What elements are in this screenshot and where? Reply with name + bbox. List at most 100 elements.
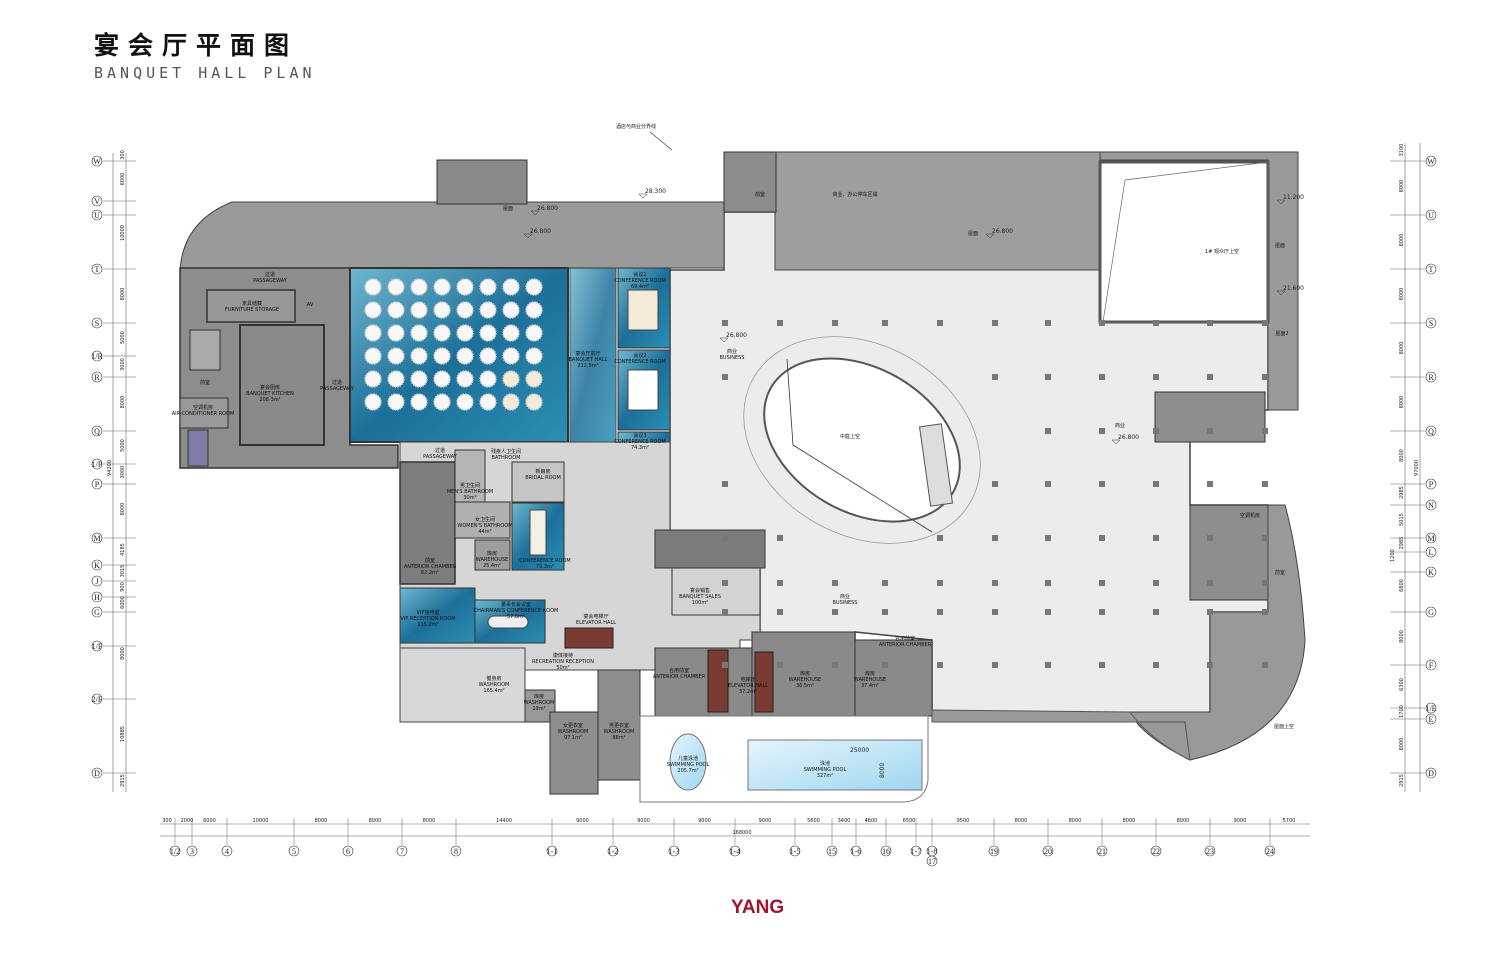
brand-logo: YANG (731, 897, 785, 918)
swimming-pool (747, 739, 923, 791)
grid-axis-left-1/R-bubble (91, 350, 103, 362)
round-table (502, 301, 520, 319)
grid-dimension: 10000 (253, 818, 269, 824)
chairman-table (487, 615, 529, 629)
atrium-outer-ring (743, 336, 981, 544)
grid-dimension: 8000 (1399, 630, 1405, 643)
elevation-marker: 26.800 (992, 228, 1013, 235)
round-table (525, 324, 543, 342)
grid-axis-bottom-1-5-bubble (789, 845, 801, 857)
grid-axis-left-D: D (94, 769, 100, 778)
grid-axis-bottom-1-3-bubble (668, 845, 680, 857)
round-table (387, 301, 405, 319)
room-label-kids-pool-en: SWIMMING POOL (667, 762, 710, 768)
grid-dimension: 4600 (865, 818, 878, 824)
column (882, 662, 888, 668)
grid-dimension: 8000 (1399, 396, 1405, 409)
grid-axes: WVUTS1/RRQ1/PPMKJHG1/F2/FD30060001000080… (91, 143, 1437, 867)
grid-dimension: 9000 (698, 818, 711, 824)
grid-axis-left-P-bubble (91, 478, 103, 490)
room-label-conference-2-cn: 会议2 (633, 352, 646, 359)
room-label-chairman-conference-area: 57.6m² (507, 614, 525, 620)
round-table (479, 370, 497, 388)
grid-axis-left-S-bubble (91, 317, 103, 329)
column (832, 320, 838, 326)
grid-axis-bottom-17-bubble (926, 855, 938, 867)
room-label-accessible-bath-cn: 残疾人卫生间 (491, 448, 521, 455)
column (1045, 535, 1051, 541)
column (722, 662, 728, 668)
stair-left (189, 329, 221, 371)
elevation-marker: 28.300 (645, 188, 666, 195)
column (882, 320, 888, 326)
vip-reception-room (399, 587, 476, 644)
column (1099, 580, 1105, 586)
ac-room (179, 397, 229, 429)
room-label-passageway-side-en: PASSAGEWAY (320, 386, 355, 392)
elevation-triangle-icon (985, 233, 995, 239)
grid-axis-right-S-bubble (1425, 317, 1437, 329)
column (992, 609, 998, 615)
room-label-furniture-storage-en: FURNITURE STORAGE (225, 307, 279, 313)
room-label-warehouse-3-area: 37.4m² (861, 683, 879, 689)
grid-axis-bottom-1-8: 1-8 (927, 847, 938, 856)
round-table (433, 324, 451, 342)
core-right-lower (1189, 504, 1269, 601)
round-table (410, 278, 428, 296)
grid-axis-right-E: E (1429, 715, 1434, 724)
grid-axis-right-S: S (1429, 319, 1433, 328)
room-label-womens-bath-cn: 女卫生间 (475, 516, 495, 523)
room-label-banquet-foyer-area: 212.5m² (577, 363, 598, 369)
grid-dimension: 8000 (1399, 449, 1405, 462)
parking-zone (774, 151, 1101, 271)
grid-axis-left-2/F: 2/F (92, 695, 103, 704)
grid-dimension: 8000 (1399, 234, 1405, 247)
room-label-ac-room-right-cn: 空调机房 (1240, 512, 1260, 519)
round-table (364, 370, 382, 388)
round-table (502, 278, 520, 296)
room-label-conference-3-area: 74.3m² (631, 445, 649, 451)
grid-dimension: 8000 (1123, 818, 1136, 824)
room-label-shared-anterior-1-cn: 合用前室 (669, 667, 689, 674)
room-label-atrium-cn: 中庭上空 (840, 433, 860, 440)
grid-axis-left-1/P-bubble (91, 458, 103, 470)
grid-axis-right-E-bubble (1425, 713, 1437, 725)
column (722, 374, 728, 380)
room-label-mens-locker-cn: 男更衣室 (609, 722, 629, 729)
elevator-bank-2 (707, 649, 729, 713)
grid-dimension: 1700 (1399, 705, 1405, 718)
grid-axis-left-1/P: 1/P (92, 460, 103, 469)
round-table (502, 324, 520, 342)
room-label-pool-en: SWIMMING POOL (804, 767, 847, 773)
room-label-conference-3-en: CONFERENCE ROOM (614, 439, 665, 445)
column (1153, 580, 1159, 586)
round-table (525, 301, 543, 319)
room-label-vip-reception-en: VIP RECEPTION ROOM (400, 616, 455, 622)
room-label-recreation-reception-area: 50m² (556, 665, 569, 671)
room-label-av-cn: AV (307, 302, 314, 308)
round-table (364, 393, 382, 411)
grid-axis-right-G: G (1428, 608, 1434, 617)
grid-dimension: 3000 (120, 466, 126, 479)
service-core-1 (654, 647, 756, 717)
room-label-conference-4-area: 79.3m² (536, 564, 554, 570)
room-label-banquet-elevator-hall-cn: 宴会电梯厅 (583, 613, 608, 620)
grid-axis-bottom-20-bubble (1042, 845, 1054, 857)
grid-axis-right-K: K (1428, 568, 1434, 577)
grid-axis-bottom-1-6-bubble (850, 845, 862, 857)
atrium-outline (786, 358, 933, 533)
room-label-mens-bath-en: MEN'S BATHROOM (447, 489, 493, 495)
grid-axis-left-V-bubble (91, 195, 103, 207)
grid-axis-bottom-24-bubble (1264, 845, 1276, 857)
round-table (525, 278, 543, 296)
grid-dimension: 8000 (1399, 288, 1405, 301)
grid-dimension: 4185 (120, 543, 126, 556)
column (1207, 481, 1213, 487)
column (1207, 535, 1213, 541)
grid-dimension: 8000 (120, 503, 126, 516)
grid-axis-right-1/E: 1/E (1425, 704, 1436, 713)
grid-dimension: 2985 (1399, 486, 1405, 499)
room-label-auditorium-void-cn: 1# 观众厅上空 (1205, 248, 1239, 255)
column (1207, 580, 1213, 586)
room-label-warehouse-3-cn: 库房 (865, 670, 875, 677)
